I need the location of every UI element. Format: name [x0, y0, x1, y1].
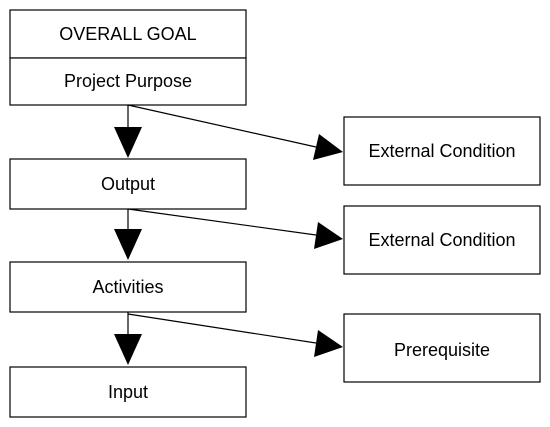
prerequisite-box: Prerequisite [343, 313, 541, 383]
arrow-purpose-to-output [114, 105, 142, 158]
external-condition-box-1: External Condition [343, 116, 541, 186]
overall-goal-label: OVERALL GOAL [59, 24, 196, 44]
external-condition-label-2: External Condition [368, 230, 515, 250]
arrow-output-to-activities [114, 209, 142, 260]
activities-box: Activities [9, 261, 247, 313]
overall-goal-box: OVERALL GOAL [9, 9, 247, 59]
external-condition-box-2: External Condition [343, 205, 541, 275]
activities-label: Activities [92, 277, 163, 297]
output-box: Output [9, 158, 247, 210]
arrow-purpose-to-external-condition [127, 104, 343, 160]
arrow-activities-to-prerequisite [127, 313, 343, 357]
project-purpose-box: Project Purpose [9, 57, 247, 106]
arrow-activities-to-input [114, 312, 142, 365]
output-label: Output [101, 174, 155, 194]
prerequisite-label: Prerequisite [394, 340, 490, 360]
project-purpose-label: Project Purpose [64, 71, 192, 91]
arrow-output-to-external-condition [127, 208, 343, 249]
external-condition-label-1: External Condition [368, 141, 515, 161]
input-label: Input [108, 382, 148, 402]
input-box: Input [9, 366, 247, 418]
